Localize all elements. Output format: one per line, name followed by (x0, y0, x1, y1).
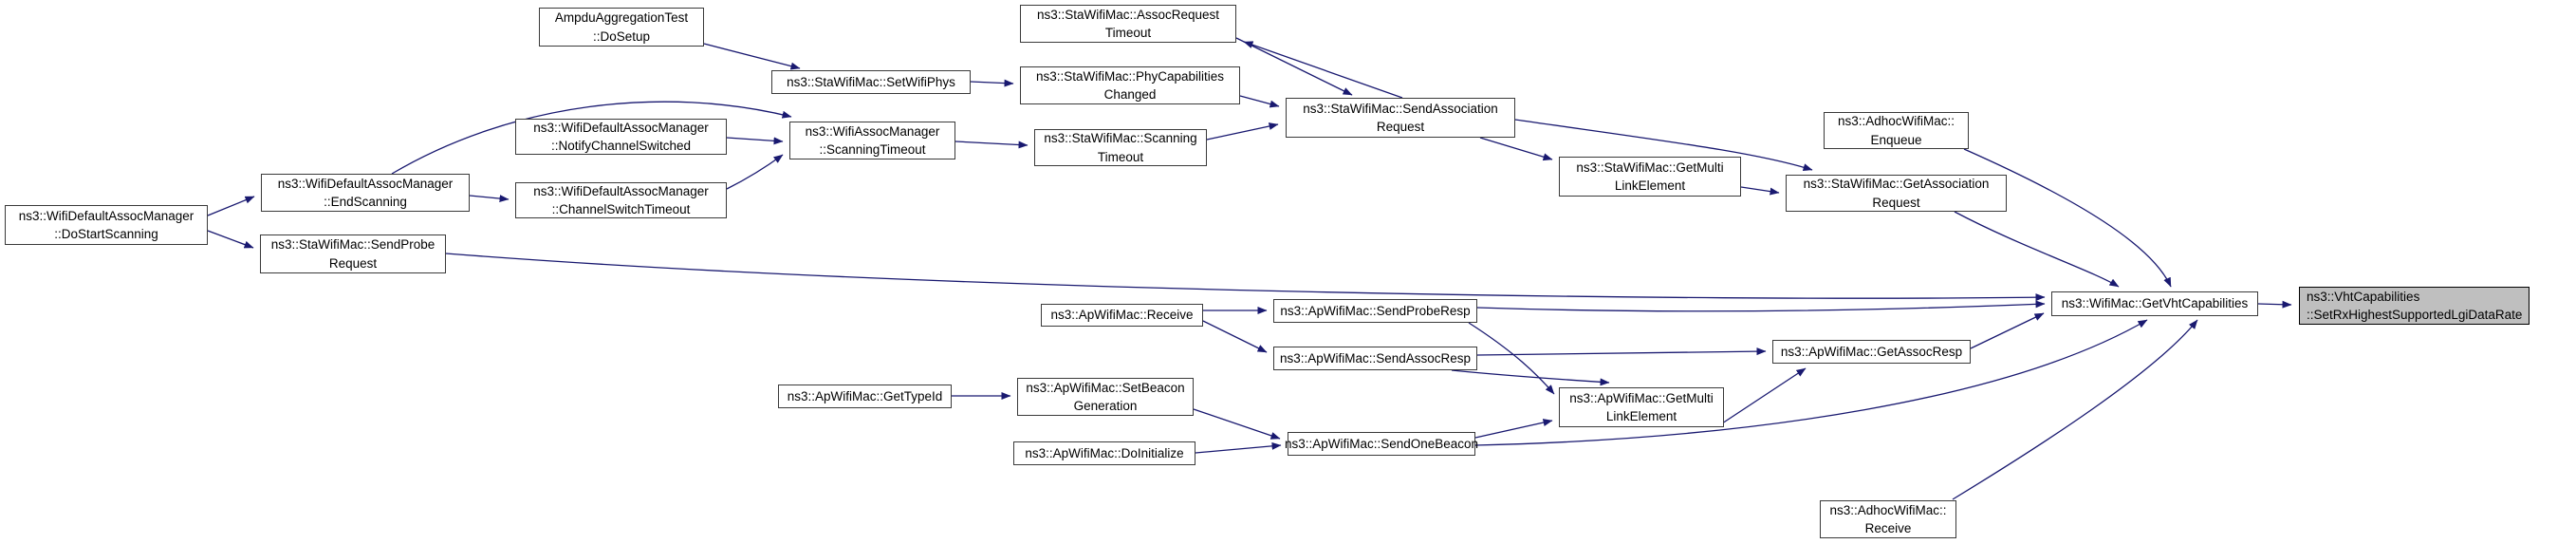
edge-setwifiphys-to-phycapabilities (970, 79, 1014, 87)
edge-sendproberesp-to-getvhtcapabilities (1476, 300, 2046, 312)
edge-dostartscanning-to-sendproberequest (207, 230, 254, 249)
node-sta-wifi-mac-getassociationrequest[interactable]: ns3::StaWifiMac::GetAssociation Request (1786, 175, 2007, 212)
node-wifi-assoc-manager-scanningtimeout[interactable]: ns3::WifiAssocManager ::ScanningTimeout (789, 122, 955, 159)
edge-endscanning-to-channelswitchtimeout (469, 195, 510, 203)
edge-channelswitchtimeout-to-scanningtimeout (726, 154, 784, 190)
node-sta-wifi-mac-scanningtimeout[interactable]: ns3::StaWifiMac::Scanning Timeout (1034, 129, 1207, 166)
edge-sendassocresp-to-apgetmultilink (1451, 369, 1610, 386)
node-sta-wifi-mac-getmultilinkelement[interactable]: ns3::StaWifiMac::GetMulti LinkElement (1559, 157, 1741, 197)
edge-assocrequesttimeout-to-sendassociationrequest (1235, 37, 1353, 96)
edge-stagetassociationrequest-to-getvhtcapabilities (1954, 211, 2120, 288)
node-ap-wifi-mac-doinitialize[interactable]: ns3::ApWifiMac::DoInitialize (1013, 441, 1195, 465)
node-ap-wifi-mac-setbeacongeneration[interactable]: ns3::ApWifiMac::SetBeacon Generation (1017, 378, 1194, 416)
node-sta-wifi-mac-phycapabilitieschanged[interactable]: ns3::StaWifiMac::PhyCapabilities Changed (1020, 66, 1240, 104)
node-wifi-default-assoc-manager-notifychannelswitched[interactable]: ns3::WifiDefaultAssocManager ::NotifyCha… (515, 119, 727, 155)
edge-sendassociationrequest-to-stagetassociationrequest (1514, 119, 1813, 171)
edge-apgetassocresp-to-getvhtcapabilities (1970, 312, 2045, 349)
edge-sendonebeacon-to-getvhtcapabilities (1474, 319, 2148, 446)
node-ap-wifi-mac-sendassocresp[interactable]: ns3::ApWifiMac::SendAssocResp (1273, 347, 1477, 370)
node-ap-wifi-mac-getmultilinkelement[interactable]: ns3::ApWifiMac::GetMulti LinkElement (1559, 387, 1724, 427)
edge-endscanning-to-wifiassocscanningtimeout (391, 101, 792, 175)
edge-sendassociationrequest-to-assocrequesttimeout (1243, 41, 1403, 99)
edge-apreceive-to-sendassocresp (1202, 320, 1268, 353)
edge-sendproberequest-to-getvhtcapabilities (445, 253, 2046, 302)
node-ampdu-aggregation-test-dosetup[interactable]: AmpduAggregationTest ::DoSetup (539, 8, 704, 47)
node-ap-wifi-mac-sendproberesp[interactable]: ns3::ApWifiMac::SendProbeResp (1273, 299, 1477, 323)
node-wifi-default-assoc-manager-channelswitchtimeout[interactable]: ns3::WifiDefaultAssocManager ::ChannelSw… (515, 182, 727, 218)
edge-stagetmultilink-to-stagetassociationrequest (1740, 186, 1780, 196)
edge-sendonebeacon-to-apgetmultilink (1474, 419, 1553, 439)
edge-sendassocresp-to-apgetassocresp (1476, 347, 1767, 356)
node-ap-wifi-mac-receive[interactable]: ns3::ApWifiMac::Receive (1041, 304, 1203, 327)
node-vht-capabilities-setrxhighestsupportedlgidatarate: ns3::VhtCapabilities ::SetRxHighestSuppo… (2299, 287, 2530, 325)
node-adhoc-wifi-mac-enqueue[interactable]: ns3::AdhocWifiMac:: Enqueue (1824, 112, 1969, 149)
edge-stascanningtimeout-to-sendassociationrequest (1206, 122, 1279, 141)
edge-dosetup-to-setwifiphys (703, 43, 801, 70)
node-sta-wifi-mac-sendassociationrequest[interactable]: ns3::StaWifiMac::SendAssociation Request (1286, 98, 1515, 138)
edge-notifychannelswitched-to-scanningtimeout (726, 137, 784, 145)
node-wifi-default-assoc-manager-dostartscanning[interactable]: ns3::WifiDefaultAssocManager ::DoStartSc… (5, 205, 208, 245)
node-adhoc-wifi-mac-receive[interactable]: ns3::AdhocWifiMac:: Receive (1820, 500, 1956, 538)
edge-adhocenqueue-to-getvhtcapabilities (1963, 148, 2172, 288)
edge-doinitialize-to-sendonebeacon (1195, 441, 1282, 454)
node-ap-wifi-mac-sendonebeacon[interactable]: ns3::ApWifiMac::SendOneBeacon (1285, 432, 1478, 456)
edge-adhocreceive-to-getvhtcapabilities (1952, 319, 2198, 500)
node-sta-wifi-mac-setwifiphys[interactable]: ns3::StaWifiMac::SetWifiPhys (771, 70, 971, 94)
edge-dostartscanning-to-endscanning (207, 196, 255, 216)
node-sta-wifi-mac-assocrequesttimeout[interactable]: ns3::StaWifiMac::AssocRequest Timeout (1020, 5, 1236, 43)
node-ap-wifi-mac-getassocresp[interactable]: ns3::ApWifiMac::GetAssocResp (1772, 340, 1971, 364)
node-wifi-mac-getvhtcapabilities[interactable]: ns3::WifiMac::GetVhtCapabilities (2051, 291, 2258, 316)
node-ap-wifi-mac-gettypeid[interactable]: ns3::ApWifiMac::GetTypeId (778, 385, 952, 408)
edge-apgetmultilink-to-apgetassocresp (1718, 367, 1807, 426)
node-sta-wifi-mac-sendproberequest[interactable]: ns3::StaWifiMac::SendProbe Request (260, 234, 446, 273)
edge-phycapabilities-to-sendassociationrequest (1239, 95, 1280, 108)
edge-wifiassocscanningtimeout-to-stascanningtimeout (954, 141, 1029, 149)
edge-sendassociationrequest-to-stagetmultilink (1479, 137, 1553, 161)
edge-getvhtcapabilities-to-setrxhighest (2257, 300, 2292, 309)
node-wifi-default-assoc-manager-endscanning[interactable]: ns3::WifiDefaultAssocManager ::EndScanni… (261, 174, 470, 212)
edge-sendproberesp-to-apgetmultilink (1468, 322, 1555, 395)
edge-setbeacongeneration-to-sendonebeacon (1193, 408, 1281, 440)
